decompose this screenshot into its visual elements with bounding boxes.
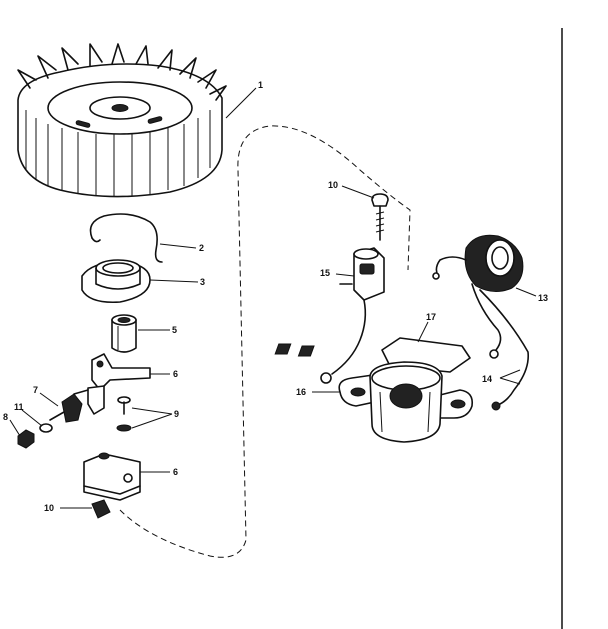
callout-10b: 10	[44, 503, 54, 513]
callout-7: 7	[33, 385, 38, 395]
callout-5: 5	[172, 325, 177, 335]
callout-15: 15	[320, 268, 330, 278]
condenser	[320, 247, 385, 384]
stator-plate	[338, 361, 474, 443]
callout-8-label: 8	[3, 412, 8, 422]
nut	[17, 429, 35, 449]
callout-17: 17	[426, 312, 436, 322]
breaker-points	[49, 389, 89, 423]
callout-1: 1	[258, 80, 263, 90]
collar	[111, 314, 137, 353]
callout-16: 16	[296, 387, 306, 397]
callout-6: 6	[173, 369, 178, 379]
breaker-plate	[83, 452, 141, 501]
coil-leads	[471, 283, 530, 411]
callout-10a: 10	[328, 180, 338, 190]
callout-13: 13	[538, 293, 548, 303]
breaker-arm	[87, 353, 151, 415]
bracket	[274, 337, 471, 373]
callout-11: 11	[14, 402, 24, 412]
assembly-dashed-line	[119, 125, 411, 558]
screw	[371, 193, 389, 241]
spring-clip	[89, 213, 163, 263]
callout-9: 9	[174, 409, 179, 419]
nut-clip	[91, 499, 111, 519]
callout-6b: 6	[173, 467, 178, 477]
washer	[39, 423, 53, 433]
callout-14: 14	[482, 374, 492, 384]
flywheel	[17, 43, 227, 198]
callout-2: 2	[199, 243, 204, 253]
ignition-coil	[432, 234, 524, 292]
callout-3: 3	[200, 277, 205, 287]
flywheel-washer	[81, 259, 151, 304]
screw-and-washer	[116, 396, 132, 432]
